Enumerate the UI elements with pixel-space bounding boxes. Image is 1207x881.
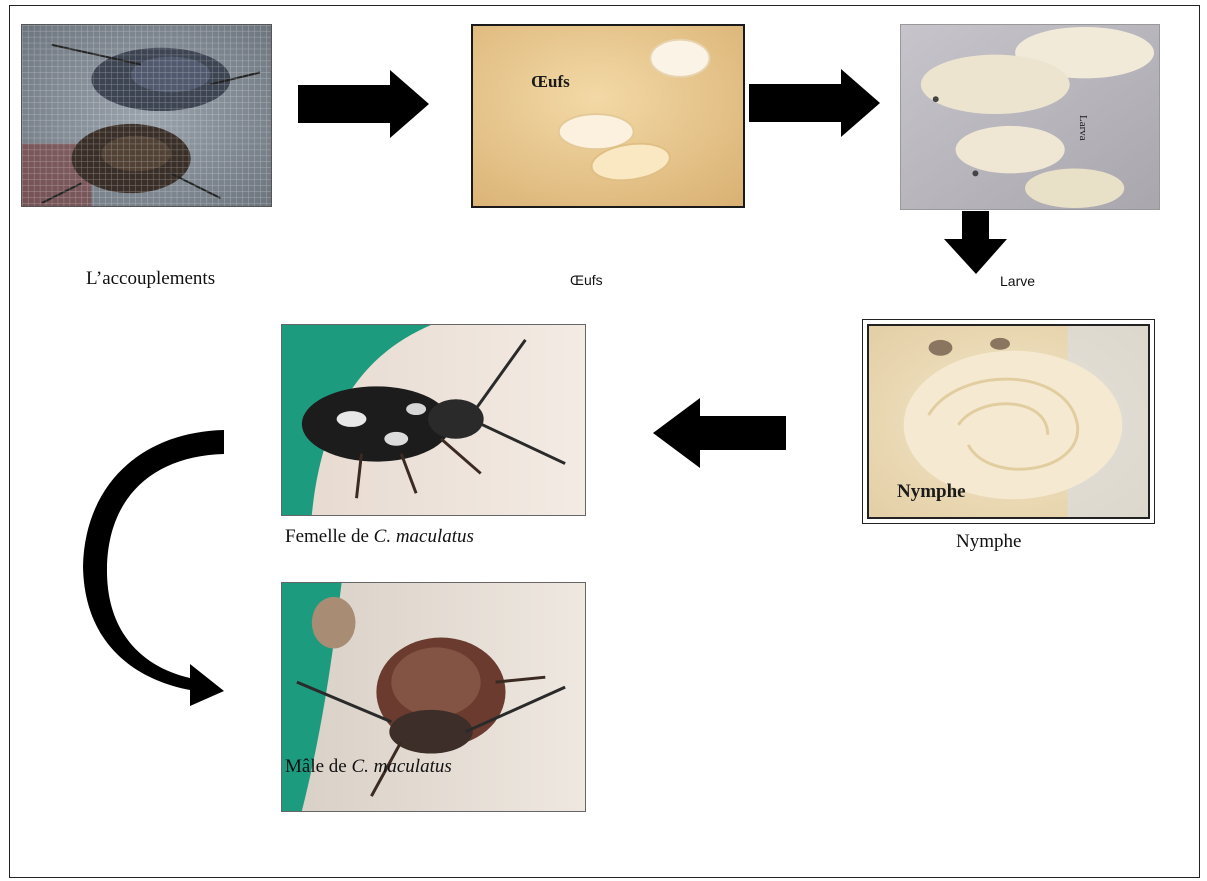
eggs-caption: Œufs [570, 272, 603, 288]
nymph-caption: Nymphe [956, 531, 1021, 553]
life-cycle-diagram: Œufs Larva [9, 5, 1200, 878]
female-caption-prefix: Femelle de [285, 526, 374, 547]
male-caption-prefix: Mâle de [285, 756, 351, 777]
arrow-mating-to-eggs-icon [298, 70, 429, 138]
arrow-eggs-to-larva-icon [749, 69, 880, 137]
arrow-larva-to-nymph-icon [944, 211, 1007, 274]
female-caption-species: C. maculatus [374, 526, 474, 547]
mating-caption: L’accouplements [86, 268, 215, 290]
male-caption-species: C. maculatus [351, 756, 451, 777]
female-caption: Femelle de C. maculatus [285, 526, 474, 548]
male-caption: Mâle de C. maculatus [285, 756, 452, 778]
larva-caption: Larve [1000, 273, 1035, 289]
cycle-arrows [10, 6, 1200, 878]
arrow-nymph-to-female-icon [653, 398, 786, 468]
arrow-female-to-male-icon [83, 430, 224, 706]
